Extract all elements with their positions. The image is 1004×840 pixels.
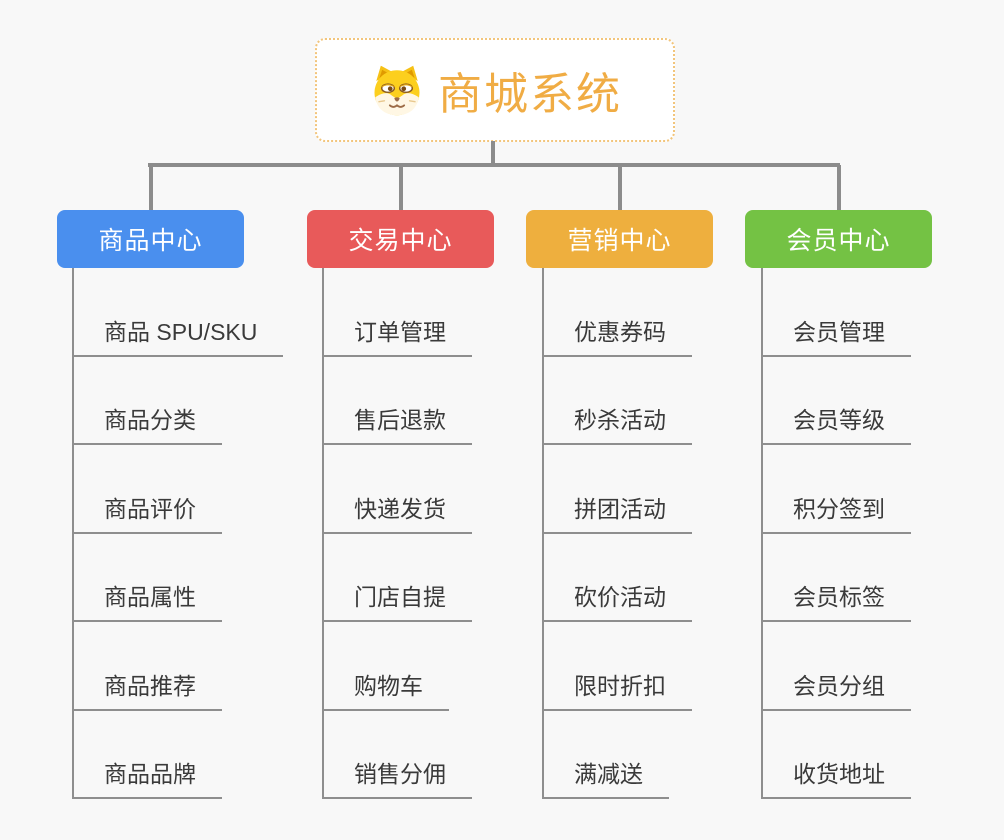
branch-children-product-center: 商品 SPU/SKU 商品分类 商品评价 商品属性 商品推荐 商品品牌 xyxy=(72,268,284,799)
dog-face-icon xyxy=(374,65,420,116)
leaf-node[interactable]: 优惠券码 xyxy=(544,268,692,357)
connector-horizontal xyxy=(148,163,840,167)
leaf-node[interactable]: 商品推荐 xyxy=(74,622,222,711)
leaf-node[interactable]: 售后退款 xyxy=(324,357,472,445)
connector-drop-branch4 xyxy=(837,165,841,210)
branch-node-member-center[interactable]: 会员中心 xyxy=(745,210,932,268)
leaf-node[interactable]: 满减送 xyxy=(544,711,669,799)
leaf-node[interactable]: 商品评价 xyxy=(74,445,222,534)
connector-drop-branch2 xyxy=(399,165,403,210)
root-node-title: 商城系统 xyxy=(438,70,622,119)
connector-drop-branch1 xyxy=(149,165,153,210)
leaf-node[interactable]: 拼团活动 xyxy=(544,445,692,534)
leaf-node[interactable]: 砍价活动 xyxy=(544,534,692,622)
leaf-node[interactable]: 会员等级 xyxy=(763,357,911,445)
branch-node-product-center[interactable]: 商品中心 xyxy=(57,210,244,268)
branch-children-member-center: 会员管理 会员等级 积分签到 会员标签 会员分组 收货地址 xyxy=(761,268,911,799)
leaf-node[interactable]: 秒杀活动 xyxy=(544,357,692,445)
leaf-node[interactable]: 商品品牌 xyxy=(74,711,222,799)
leaf-node[interactable]: 限时折扣 xyxy=(544,622,692,711)
leaf-node[interactable]: 购物车 xyxy=(324,622,449,711)
leaf-node[interactable]: 订单管理 xyxy=(324,268,472,357)
leaf-node[interactable]: 收货地址 xyxy=(763,711,911,799)
connector-drop-branch3 xyxy=(618,165,622,210)
branch-children-trade-center: 订单管理 售后退款 快递发货 门店自提 购物车 销售分佣 xyxy=(322,268,472,799)
leaf-node[interactable]: 商品属性 xyxy=(74,534,222,622)
leaf-node[interactable]: 商品 SPU/SKU xyxy=(74,268,284,357)
connector-root-trunk xyxy=(491,141,495,167)
leaf-node[interactable]: 会员标签 xyxy=(763,534,911,622)
root-node-mall-system[interactable]: 商城系统 xyxy=(315,38,675,142)
leaf-node[interactable]: 商品分类 xyxy=(74,357,222,445)
branch-node-trade-center[interactable]: 交易中心 xyxy=(307,210,494,268)
leaf-node[interactable]: 积分签到 xyxy=(763,445,911,534)
leaf-node[interactable]: 销售分佣 xyxy=(324,711,472,799)
leaf-node[interactable]: 会员分组 xyxy=(763,622,911,711)
branch-children-marketing-center: 优惠券码 秒杀活动 拼团活动 砍价活动 限时折扣 满减送 xyxy=(542,268,692,799)
leaf-node[interactable]: 快递发货 xyxy=(324,445,472,534)
leaf-node[interactable]: 会员管理 xyxy=(763,268,911,357)
branch-node-marketing-center[interactable]: 营销中心 xyxy=(526,210,713,268)
leaf-node[interactable]: 门店自提 xyxy=(324,534,472,622)
